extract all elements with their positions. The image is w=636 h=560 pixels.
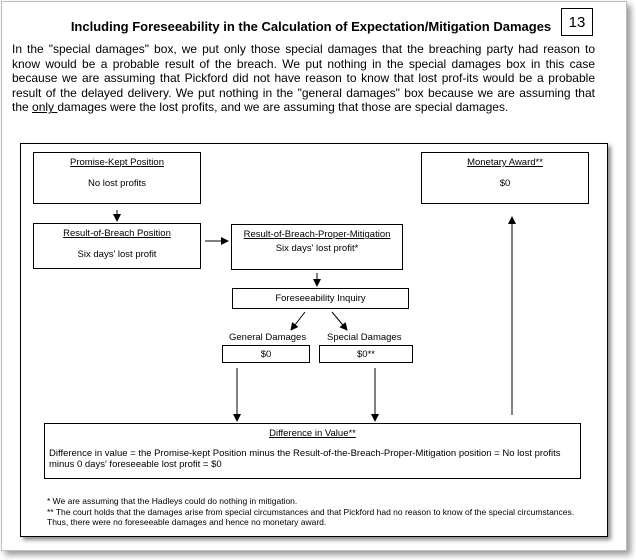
monetary-award-box: Monetary Award** $0 [421,152,589,204]
proper-mitigation-heading: Result-of-Breach-Proper-Mitigation [243,229,391,240]
general-damages-box: $0 [222,345,310,363]
special-damages-value: $0** [357,349,375,360]
footnote-2: ** The court holds that the damages aris… [47,506,575,528]
special-damages-box: $0** [319,345,413,363]
monetary-award-value: $0 [499,178,511,189]
foreseeability-inquiry-box: Foreseeability Inquiry [232,288,409,309]
proper-mitigation-value: Six days' lost profit* [275,243,359,254]
promise-kept-value: No lost profits [87,178,147,189]
footnote-1: * We are assuming that the Hadleys could… [47,496,298,506]
intro-paragraph: In the "special damages" box, we put onl… [12,42,595,115]
result-of-breach-value: Six days' lost profit [77,249,157,260]
intro-text-start: In the "special damages" box, we put onl… [12,42,595,115]
result-of-breach-heading: Result-of-Breach Position [63,228,171,239]
intro-underlined-word: only [32,100,58,115]
foreseeability-inquiry-label: Foreseeability Inquiry [275,293,366,304]
page-title: Including Foreseeability in the Calculat… [70,19,552,34]
general-damages-label: General Damages [229,332,307,343]
footnotes: * We are assuming that the Hadleys could… [47,496,592,528]
promise-kept-heading: Promise-Kept Position [70,157,164,168]
difference-in-value-description: Difference in value = the Promise-kept P… [49,448,561,470]
special-damages-label: Special Damages [327,332,402,343]
general-damages-value: $0 [260,349,272,360]
difference-in-value-box: Difference in Value** Difference in valu… [44,423,581,479]
difference-in-value-heading: Difference in Value** [269,428,356,439]
proper-mitigation-box: Result-of-Breach-Proper-Mitigation Six d… [231,224,403,270]
page-number: 13 [561,8,593,36]
promise-kept-box: Promise-Kept Position No lost profits [33,152,201,204]
result-of-breach-box: Result-of-Breach Position Six days' lost… [33,223,201,269]
intro-text-end: damages were the lost profits, and we ar… [57,100,509,115]
monetary-award-heading: Monetary Award** [467,157,543,168]
